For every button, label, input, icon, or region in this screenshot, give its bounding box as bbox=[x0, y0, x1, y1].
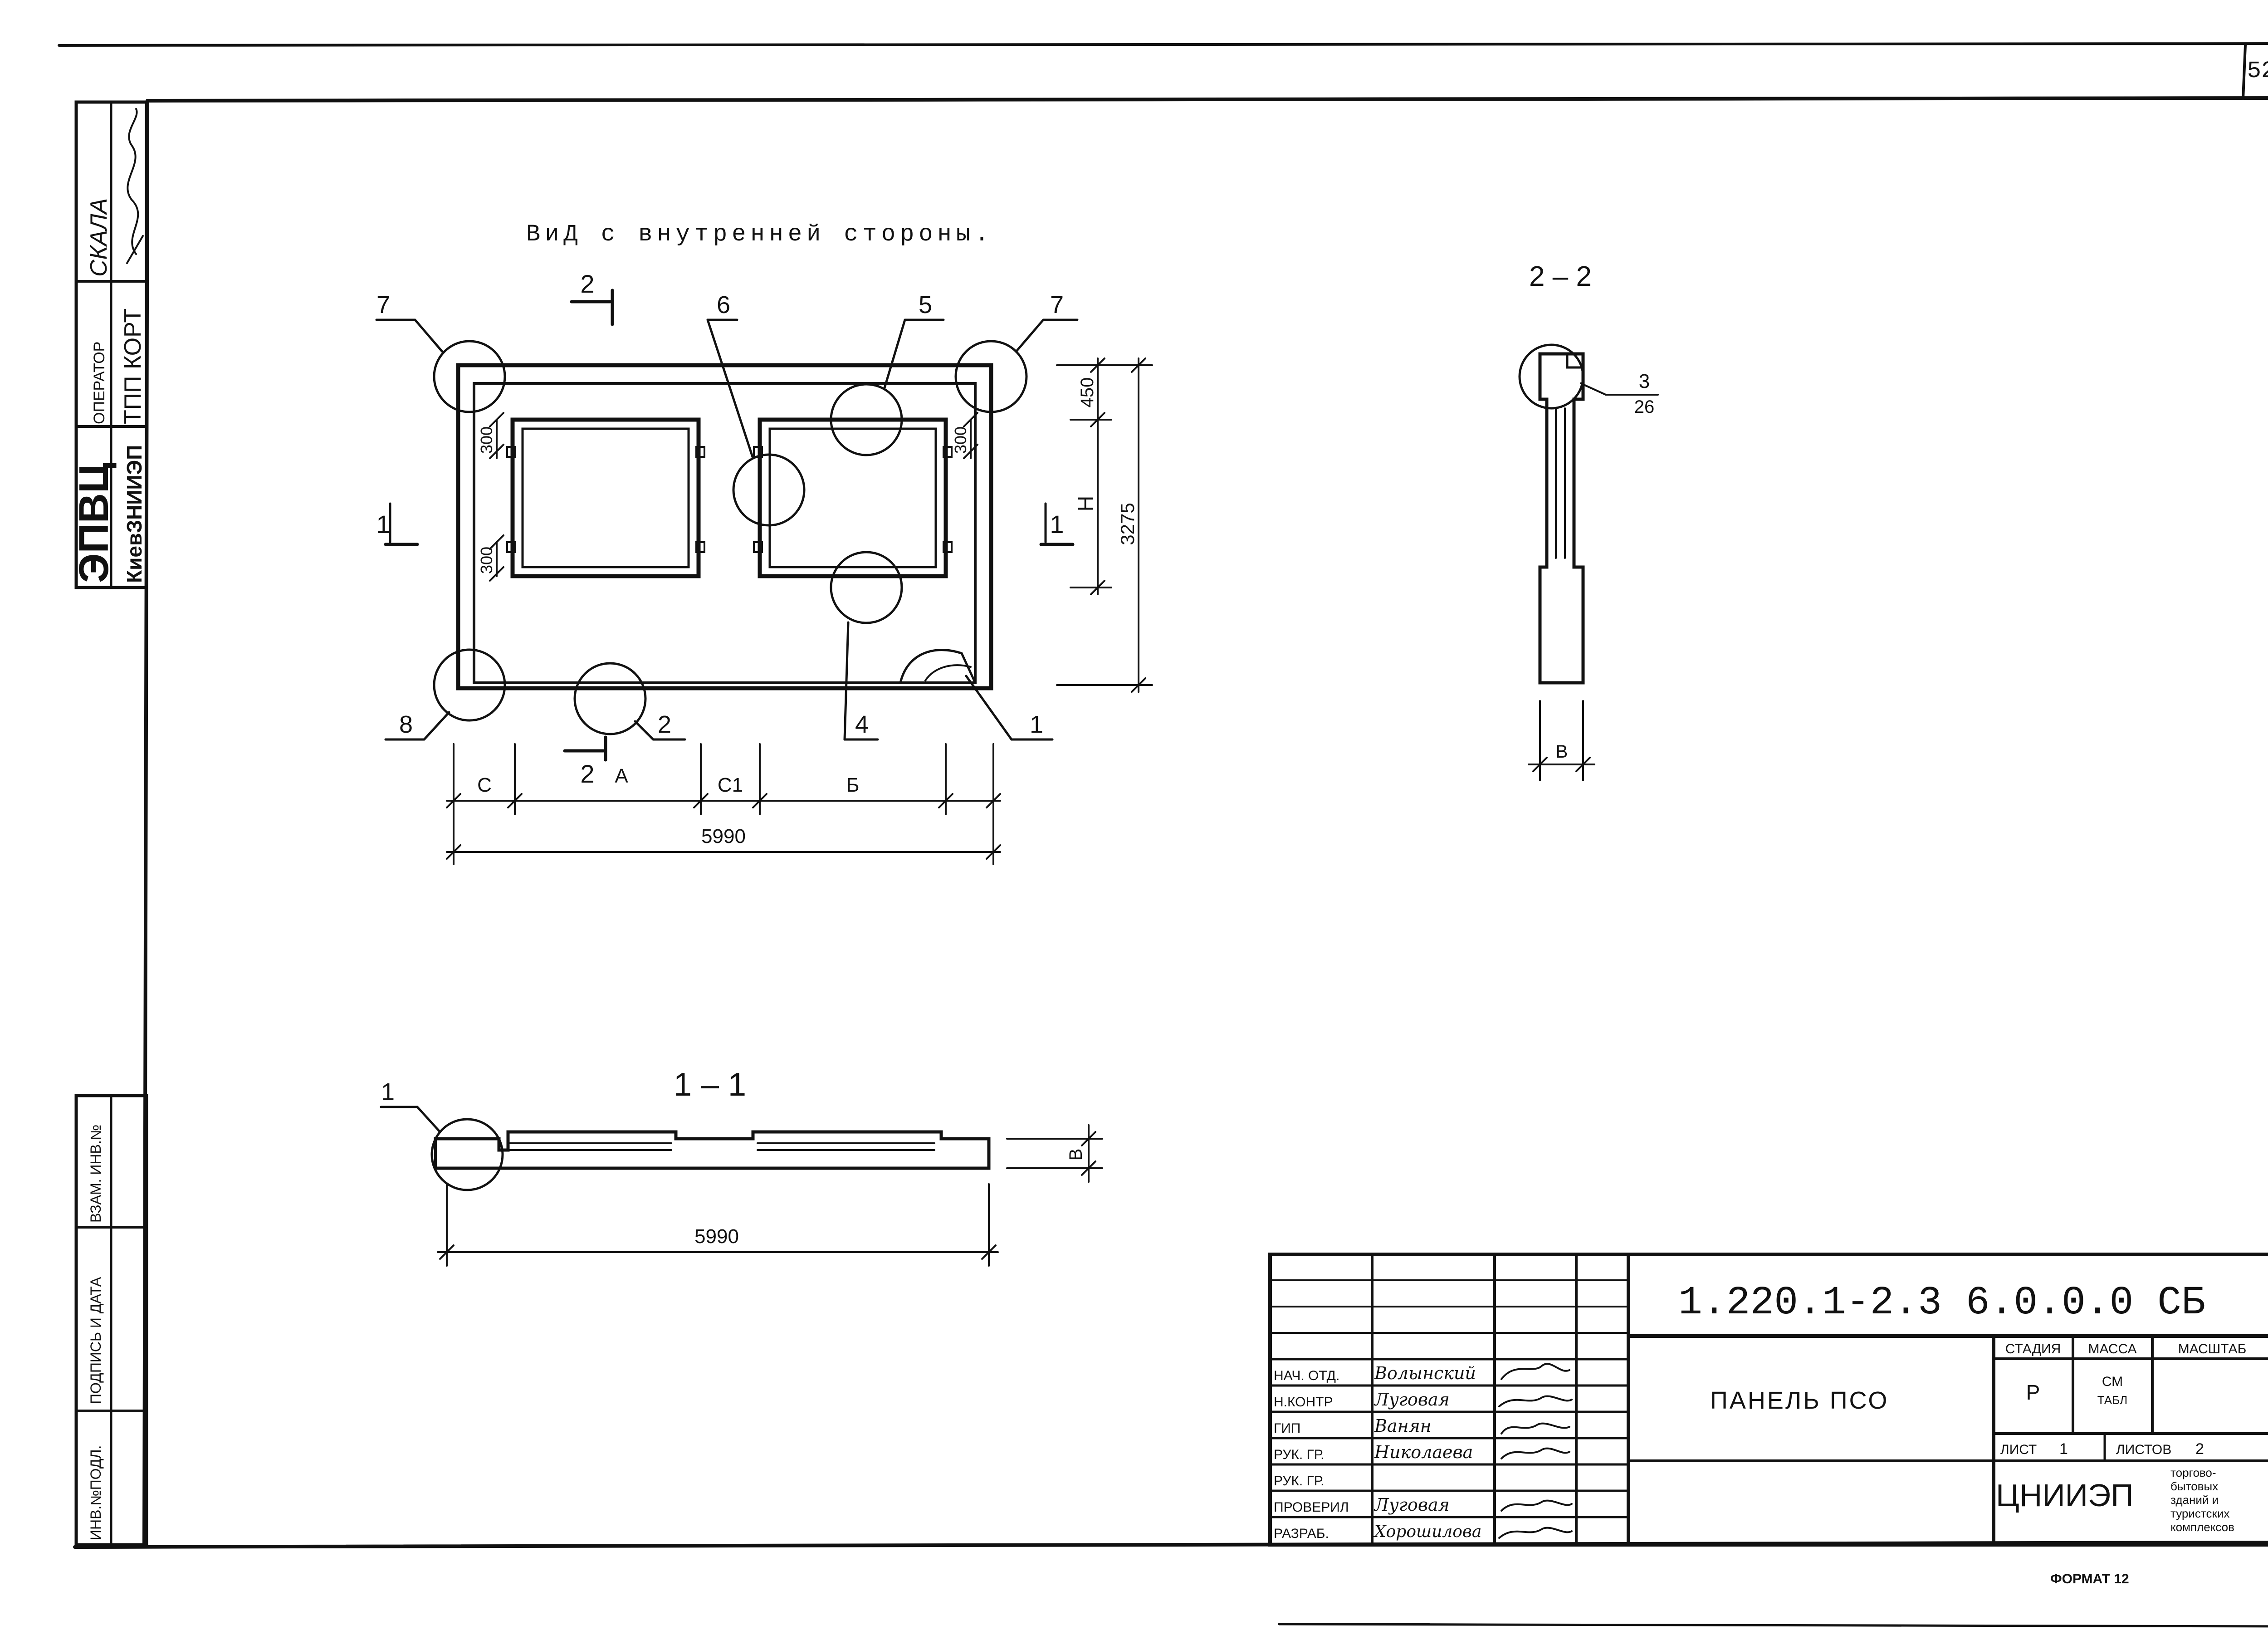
dim-C: C bbox=[477, 774, 492, 796]
role-name: Хорошилова bbox=[1373, 1523, 1481, 1541]
org-desc-2: бытовых bbox=[2170, 1479, 2218, 1493]
format-label: ФОРМАТ 12 bbox=[2050, 1572, 2129, 1586]
side-col-vzam: ВЗАМ. ИНВ.№ bbox=[88, 1125, 104, 1223]
product-name: ПАНЕЛЬ ПСО bbox=[1710, 1387, 1889, 1414]
main-view-title: ВиД с внутренней стороны. bbox=[526, 221, 993, 248]
side-stamp-skala-label: СКАЛА bbox=[86, 198, 112, 277]
section-2-2-callout-num: 3 bbox=[1639, 370, 1650, 392]
main-view-dim-labels: 300 300 300 450 H 3275 C A C1 Б 5990 bbox=[477, 377, 1138, 847]
callout-6: 6 bbox=[717, 291, 730, 318]
section-mark-2-bottom: 2 bbox=[580, 759, 594, 788]
dim-5990-main: 5990 bbox=[701, 825, 746, 847]
mass-value-1: СМ bbox=[2102, 1374, 2123, 1389]
dim-300-right: 300 bbox=[951, 426, 970, 454]
doc-code: 1.220.1-2.3 6.0.0.0 СБ bbox=[1678, 1281, 2205, 1326]
side-stamp-operator-label: ОПЕРАТОР bbox=[91, 342, 108, 424]
role-label: РУК. ГР. bbox=[1274, 1447, 1324, 1462]
section-2-2-title: 2 – 2 bbox=[1529, 261, 1592, 292]
side-stamp-text: ЭПВЦ КиевЗНИИЭП ОПЕРАТОР ТПП КОРТ СКАЛА bbox=[71, 198, 146, 583]
dim-C1: C1 bbox=[718, 774, 743, 796]
section-1-1-callout: 1 bbox=[381, 1078, 395, 1106]
role-name: Луговая bbox=[1374, 1390, 1450, 1410]
section-1-1-dim-5990: 5990 bbox=[694, 1225, 739, 1248]
page-number: 52 bbox=[2247, 58, 2268, 84]
section-2-2-callout-den: 26 bbox=[1634, 397, 1655, 417]
callout-2: 2 bbox=[658, 711, 671, 738]
section-2-2-labels: 2 – 2 3 26 В bbox=[1529, 261, 1654, 762]
dim-300-bottom-left: 300 bbox=[477, 547, 496, 574]
main-view-callouts bbox=[375, 318, 1079, 741]
org-name: ЦНИИЭП bbox=[1996, 1478, 2134, 1513]
role-label: РАЗРАБ. bbox=[1274, 1526, 1329, 1541]
stage-value: Р bbox=[2026, 1381, 2040, 1404]
role-name: Луговая bbox=[1374, 1495, 1450, 1515]
dim-3275: 3275 bbox=[1117, 503, 1138, 545]
side-col-inv-podl: ИНВ.№ПОДЛ. bbox=[88, 1445, 104, 1540]
sheet-label: ЛИСТ bbox=[2000, 1442, 2037, 1457]
callout-4: 4 bbox=[855, 711, 869, 738]
dim-H: H bbox=[1074, 496, 1098, 512]
role-name: Ванян bbox=[1374, 1416, 1432, 1436]
side-columns bbox=[74, 1094, 148, 1547]
side-stamp bbox=[74, 100, 148, 589]
sheet-frame bbox=[58, 42, 2268, 1628]
section-2-2-dim-B: В bbox=[1556, 742, 1568, 762]
sheet-value: 1 bbox=[2059, 1440, 2068, 1458]
title-block-grid bbox=[1268, 1253, 2268, 1547]
title-block-roles: НАЧ. ОТД. Волынский Н.КОНТР Луговая ГИП … bbox=[1274, 1363, 1481, 1541]
role-name: Волынский bbox=[1374, 1363, 1476, 1383]
dim-450: 450 bbox=[1077, 377, 1097, 408]
role-label: ПРОВЕРИЛ bbox=[1274, 1500, 1349, 1515]
side-stamp-operator-value: ТПП КОРТ bbox=[120, 308, 146, 424]
section-2-2-drawing bbox=[1518, 343, 1659, 781]
side-columns-text: ВЗАМ. ИНВ.№ ПОДПИСЬ И ДАТА ИНВ.№ПОДЛ. bbox=[88, 1125, 104, 1540]
callout-5: 5 bbox=[919, 291, 932, 318]
role-label: РУК. ГР. bbox=[1274, 1474, 1324, 1488]
side-stamp-org: ЭПВЦ bbox=[71, 463, 117, 583]
main-view-section-labels: 2 2 1 1 bbox=[376, 269, 1064, 788]
callout-1: 1 bbox=[1030, 711, 1043, 738]
mass-value-2: ТАБЛ bbox=[2097, 1393, 2128, 1407]
section-mark-1-right: 1 bbox=[1050, 510, 1064, 539]
role-name: Николаева bbox=[1374, 1442, 1473, 1462]
main-view-section-marks bbox=[384, 289, 1075, 762]
section-mark-2-top: 2 bbox=[580, 269, 594, 298]
sheets-label: ЛИСТОВ bbox=[2116, 1442, 2171, 1457]
role-label: НАЧ. ОТД. bbox=[1274, 1368, 1339, 1383]
org-desc-3: зданий и bbox=[2170, 1493, 2219, 1507]
org-desc-1: торгово- bbox=[2170, 1466, 2216, 1479]
main-view-panel bbox=[456, 363, 993, 690]
title-block-signatures bbox=[1498, 1363, 1573, 1539]
side-stamp-org-sub: КиевЗНИИЭП bbox=[122, 445, 146, 583]
scale-header: МАСШТАБ bbox=[2178, 1342, 2247, 1356]
section-1-1-drawing bbox=[380, 1106, 1103, 1267]
sheets-value: 2 bbox=[2195, 1440, 2204, 1458]
side-col-podpis: ПОДПИСЬ И ДАТА bbox=[88, 1277, 104, 1404]
org-desc-4: туристских bbox=[2170, 1507, 2229, 1520]
mass-header: МАССА bbox=[2088, 1342, 2136, 1356]
role-label: ГИП bbox=[1274, 1421, 1300, 1436]
callout-7-left: 7 bbox=[376, 291, 390, 318]
callout-7-right: 7 bbox=[1050, 291, 1064, 318]
role-label: Н.КОНТР bbox=[1274, 1395, 1333, 1410]
callout-8: 8 bbox=[399, 711, 413, 738]
section-mark-1-left: 1 bbox=[376, 510, 390, 539]
stage-header: СТАДИЯ bbox=[2005, 1342, 2061, 1356]
section-1-1-dim-B: В bbox=[1066, 1149, 1086, 1161]
title-block-text: 1.220.1-2.3 6.0.0.0 СБ ПАНЕЛЬ ПСО СТАДИЯ… bbox=[1678, 1281, 2246, 1534]
dim-A: A bbox=[615, 765, 628, 787]
org-desc-5: комплексов bbox=[2170, 1520, 2234, 1534]
dim-300-top-left: 300 bbox=[477, 426, 496, 454]
section-1-1-labels: 1 – 1 1 5990 В bbox=[381, 1067, 1086, 1248]
main-view-callout-labels: 7 6 5 7 8 2 4 1 bbox=[376, 291, 1064, 738]
dim-B: Б bbox=[846, 774, 860, 796]
section-1-1-title: 1 – 1 bbox=[674, 1067, 746, 1103]
main-view-dimensions bbox=[446, 357, 1153, 865]
